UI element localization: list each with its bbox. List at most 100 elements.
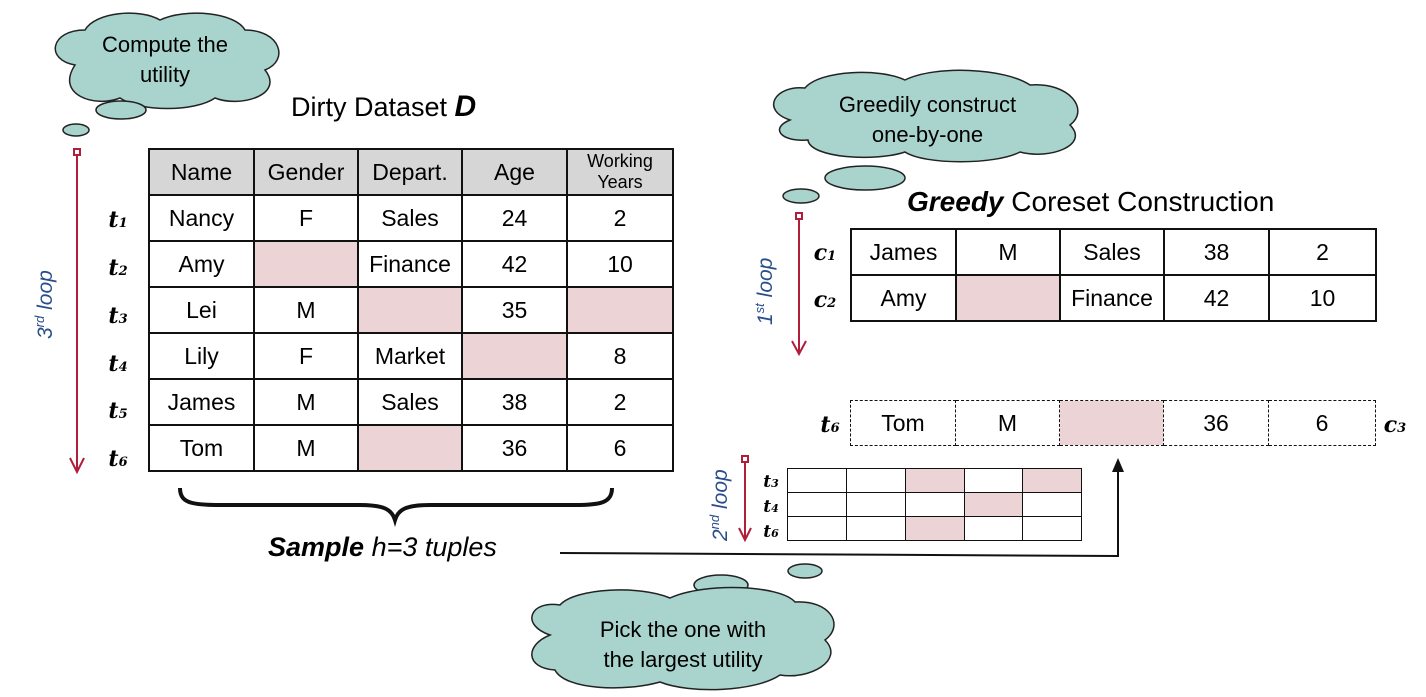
header-name: Name [148,148,255,196]
table-cell: 38 [461,378,568,426]
table-cell: Tom [148,424,255,472]
candidate-row-table: Tom M 36 6 [850,400,1376,446]
missing-cell [905,516,965,541]
table-cell: 6 [566,424,674,472]
mini-cell [846,468,906,493]
third-loop-label: 3rd loop [32,259,58,339]
table-cell: M [253,378,359,426]
row-label-letter: c [813,240,828,266]
cloud-greedy-line1: Greedily construct [838,92,1017,117]
table-cell: 35 [461,286,568,334]
cloud-greedy [772,69,1079,204]
sample-label: Sample h=3 tuples [268,532,497,563]
table-row: Lei M 35 [148,286,674,334]
cloud-pick [531,563,835,691]
cloud-pick-line2: the largest utility [603,647,763,672]
missing-cell [357,424,463,472]
table-cell: 2 [566,194,674,242]
third-loop-arrow [69,148,85,475]
row-label-letter: t [108,351,119,377]
table-cell: Amy [850,274,957,322]
table-cell: Tom [850,400,956,446]
table-cell: 10 [1268,274,1377,322]
coreset-row: James M Sales 38 2 [850,228,1377,276]
missing-cell [357,286,463,334]
row-label-letter: t [763,522,772,542]
row-label-sub: 6 [118,455,128,470]
header-depart: Depart. [357,148,463,196]
row-label-sub: 1 [118,216,128,231]
cloud-greedy-text: Greedily construct one-by-one [800,90,1055,150]
row-label-t6: t6 [108,446,127,472]
row-label-t3: t3 [108,303,127,329]
table-cell: 24 [461,194,568,242]
row-label-letter: t [108,255,119,281]
second-loop-word: loop [709,469,732,509]
mini-cell [787,492,847,517]
candidate-label-t6: t6 [820,412,839,438]
table-cell: 42 [461,240,568,288]
mini-label-t3: t3 [763,472,779,492]
table-row: Tom M 36 6 [148,424,674,472]
row-label-sub: 6 [771,527,779,540]
sample-brace [178,487,614,527]
second-loop-arrow [738,455,752,543]
mini-cell [1022,492,1082,517]
table-cell: 36 [461,424,568,472]
candidate-row: Tom M 36 6 [850,400,1376,446]
row-label-t2: t2 [108,255,127,281]
first-loop-suffix: st [752,303,767,314]
table-cell: 6 [1268,400,1376,446]
row-label-letter: t [763,472,772,492]
table-cell: M [955,228,1061,276]
row-label-letter: t [108,303,119,329]
row-label-sub: 4 [771,502,779,515]
missing-cell [461,332,568,380]
third-loop-ordinal: 3 [34,327,57,339]
mini-cell [1022,516,1082,541]
cloud-greedy-line2: one-by-one [871,122,984,147]
row-label-t4: t4 [108,351,127,377]
row-label-sub: 5 [118,407,128,422]
mini-label-t4: t4 [763,497,779,517]
first-loop-label: 1st loop [752,245,778,325]
missing-cell [1022,468,1082,493]
coreset-label-c2: c2 [814,287,836,313]
table-cell: James [148,378,255,426]
table-cell: Market [357,332,463,380]
cloud-pick-text: Pick the one with the largest utility [548,615,818,675]
first-loop-word: loop [754,257,777,298]
missing-cell [964,492,1023,517]
coreset-label-c1: c1 [814,240,836,266]
mini-cell [905,492,965,517]
table-row: Amy Finance 42 10 [148,240,674,288]
sample-label-bold: Sample [268,532,365,562]
row-label-sub: 1 [827,249,837,264]
mini-cell [787,468,847,493]
table-cell: M [253,424,359,472]
third-loop-word: loop [34,270,57,310]
greedy-title-rest: Coreset Construction [1003,186,1275,217]
table-cell: Lily [148,332,255,380]
row-label-sub: 3 [118,312,128,327]
dirty-dataset-title: Dirty Dataset D [291,90,476,124]
row-label-letter: t [108,446,119,472]
mini-cell [846,492,906,517]
table-cell: Amy [148,240,255,288]
header-working-line1: Working [587,151,653,171]
first-loop-ordinal: 1 [754,313,777,325]
header-gender: Gender [253,148,359,196]
dirty-dataset-title-text: Dirty Dataset [291,92,455,122]
second-loop-label: 2nd loop [707,461,733,541]
header-age: Age [461,148,568,196]
mini-cell [846,516,906,541]
candidate-label-c3: c3 [1384,412,1406,438]
row-label-sub: 4 [118,360,128,375]
greedy-title: Greedy Coreset Construction [907,186,1274,218]
header-working-line2: Years [597,172,643,192]
table-cell: 2 [1268,228,1377,276]
table-cell: F [253,332,359,380]
